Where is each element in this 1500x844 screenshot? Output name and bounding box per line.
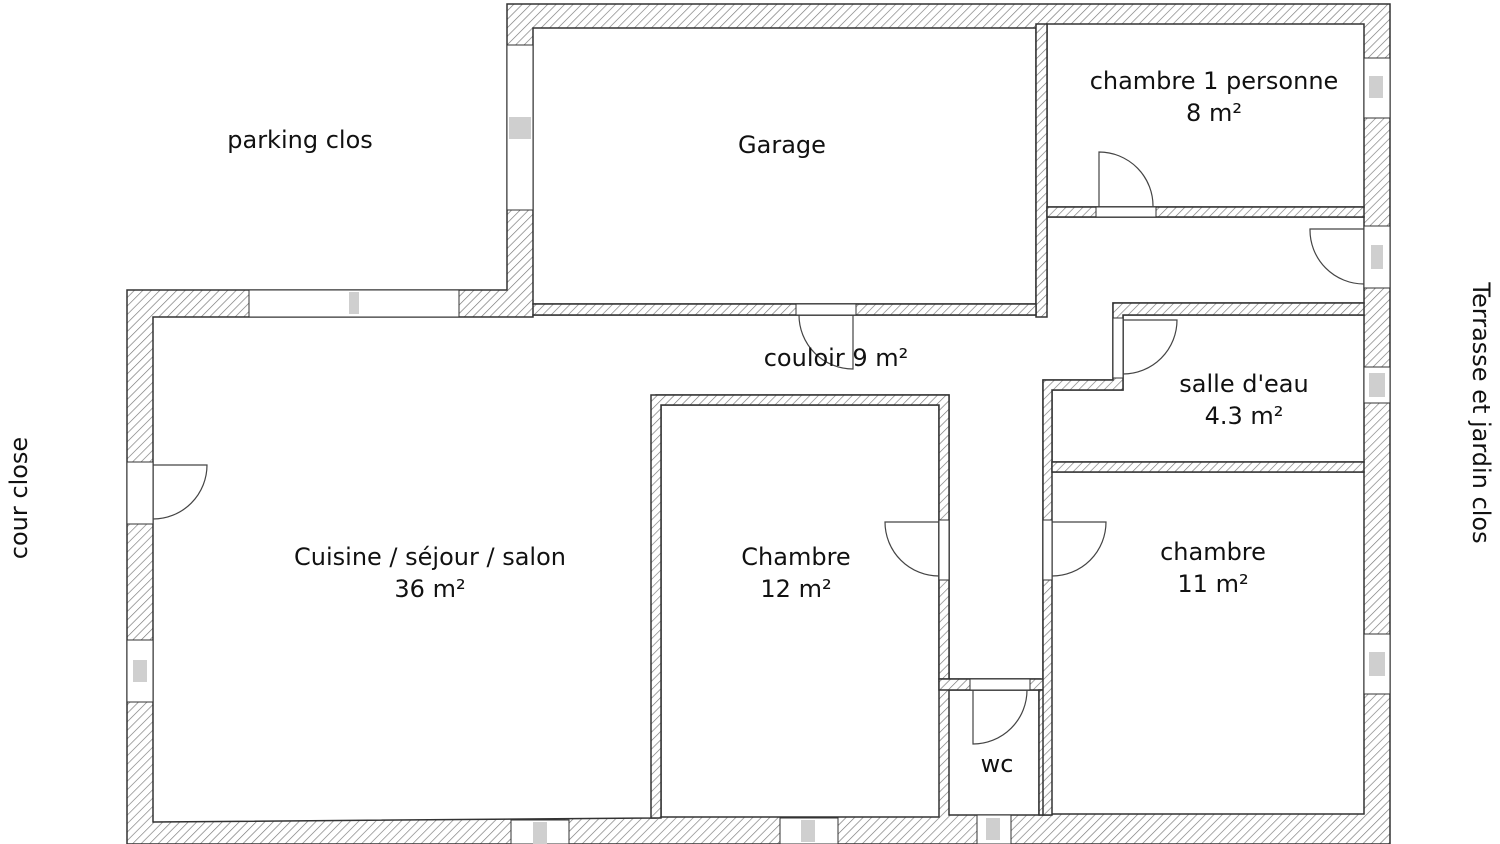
label-salle-eau: salle d'eau <box>1179 370 1308 398</box>
room-garage <box>532 27 1037 305</box>
label-salle-eau-area: 4.3 m² <box>1205 402 1284 430</box>
label-sejour-area: 36 m² <box>394 575 465 603</box>
label-chambre-11-area: 11 m² <box>1177 570 1248 598</box>
room-chambre-11 <box>1049 471 1365 815</box>
room-chambre-1-personne <box>1046 23 1365 208</box>
label-wc: wc <box>981 750 1014 778</box>
labels: parking clos Garage chambre 1 personne 8… <box>5 67 1495 778</box>
label-cour: cour close <box>5 437 33 559</box>
label-sejour: Cuisine / séjour / salon <box>294 543 566 571</box>
label-chambre-12-area: 12 m² <box>760 575 831 603</box>
label-parking: parking clos <box>227 126 373 154</box>
doors <box>126 151 1365 745</box>
label-couloir: couloir 9 m² <box>764 344 909 372</box>
windows <box>126 44 1391 844</box>
label-chambre-12: Chambre <box>741 543 850 571</box>
label-garage: Garage <box>738 131 826 159</box>
label-chambre-1p: chambre 1 personne <box>1090 67 1339 95</box>
label-chambre-1p-area: 8 m² <box>1186 99 1242 127</box>
label-terrasse: Terrasse et jardin clos <box>1467 281 1495 543</box>
label-chambre-11: chambre <box>1160 538 1266 566</box>
room-chambre-12 <box>660 404 940 818</box>
room-wc <box>948 689 1040 816</box>
